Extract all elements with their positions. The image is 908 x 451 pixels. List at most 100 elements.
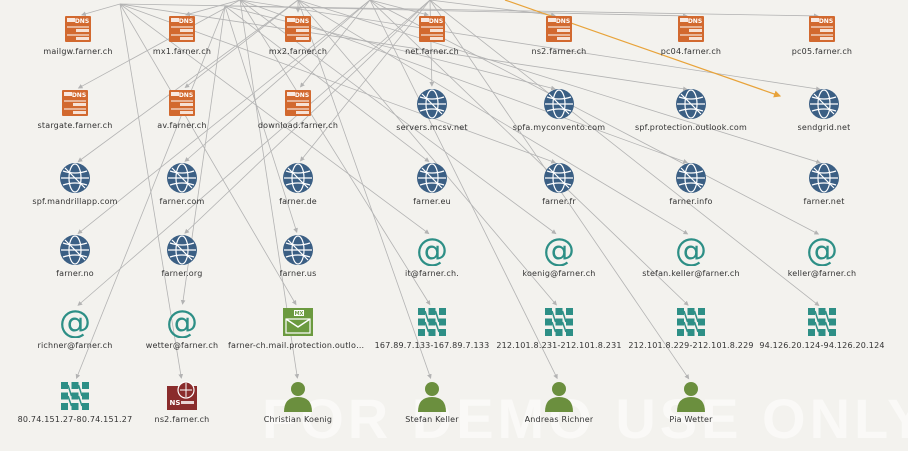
node-domain[interactable]: farner.org xyxy=(107,234,257,296)
node-label: stargate.farner.ch xyxy=(37,121,113,130)
dns-record-icon: DNS xyxy=(282,14,314,44)
dns-record-icon: DNS xyxy=(416,14,448,44)
node-netblock[interactable]: 212.101.8.231-212.101.8.231 xyxy=(484,306,634,368)
node-dns[interactable]: DNS mailgw.farner.ch xyxy=(3,14,153,76)
svg-text:DNS: DNS xyxy=(429,18,443,25)
node-label: mailgw.farner.ch xyxy=(43,47,113,56)
node-domain[interactable]: servers.mcsv.net xyxy=(357,88,507,150)
node-label: Pia Wetter xyxy=(669,415,713,424)
edge-n6 xyxy=(224,5,688,19)
globe-icon xyxy=(166,234,198,266)
at-sign-icon: @ xyxy=(543,234,575,266)
node-domain[interactable]: spf.protection.outlook.com xyxy=(616,88,766,150)
node-label: it@farner.ch. xyxy=(405,269,459,278)
node-label: sendgrid.net xyxy=(797,123,851,132)
name-server-icon: NS xyxy=(166,380,198,412)
node-email[interactable]: @koenig@farner.ch xyxy=(484,234,634,296)
node-dns[interactable]: DNS av.farner.ch xyxy=(107,88,257,150)
node-email[interactable]: @richner@farner.ch xyxy=(0,306,150,368)
globe-icon xyxy=(416,162,448,194)
person-icon xyxy=(416,380,448,412)
edge-n11 xyxy=(429,0,435,87)
node-person[interactable]: Christian Koenig xyxy=(223,380,373,442)
node-dns[interactable]: DNS mx2.farner.ch xyxy=(223,14,373,76)
dns-record-icon: DNS xyxy=(62,14,94,44)
person-icon xyxy=(675,380,707,412)
edge-n32 xyxy=(239,0,431,306)
svg-text:DNS: DNS xyxy=(295,92,309,99)
node-dns[interactable]: DNS net.farner.ch xyxy=(357,14,507,76)
node-dns[interactable]: DNS stargate.farner.ch xyxy=(0,88,150,150)
edge-n2 xyxy=(185,0,241,17)
at-sign-icon: @ xyxy=(806,234,838,266)
edge-n14 xyxy=(239,0,821,92)
at-sign-icon: @ xyxy=(416,234,448,266)
node-mx[interactable]: MX farner-ch.mail.protection.outloo... xyxy=(223,306,373,368)
node-domain[interactable]: farner.info xyxy=(616,162,766,224)
node-label: spfa.myconvento.com xyxy=(512,123,606,132)
node-label: spf.mandrillapp.com xyxy=(32,197,118,206)
edge-n27 xyxy=(297,0,689,235)
node-dns[interactable]: DNS pc05.farner.ch xyxy=(747,14,897,76)
svg-text:@: @ xyxy=(543,234,575,266)
node-dns[interactable]: DNS mx1.farner.ch xyxy=(107,14,257,76)
node-label: farner-ch.mail.protection.outloo... xyxy=(228,341,368,350)
node-email[interactable]: @ it@farner.ch. xyxy=(357,234,507,296)
node-email[interactable]: @stefan.keller@farner.ch xyxy=(616,234,766,296)
node-label: farner.no xyxy=(56,269,94,278)
node-domain[interactable]: farner.no xyxy=(0,234,150,296)
node-label: wetter@farner.ch xyxy=(145,341,219,350)
node-domain[interactable]: sendgrid.net xyxy=(749,88,899,150)
node-domain[interactable]: spf.mandrillapp.com xyxy=(0,162,150,224)
node-domain[interactable]: farner.fr xyxy=(484,162,634,224)
node-label: 94.126.20.124-94.126.20.124 xyxy=(759,341,885,350)
svg-text:DNS: DNS xyxy=(179,18,193,25)
node-dns[interactable]: DNS pc04.farner.ch xyxy=(616,14,766,76)
netblock-icon xyxy=(675,306,707,338)
node-netblock[interactable]: 212.101.8.229-212.101.8.229 xyxy=(616,306,766,368)
globe-icon xyxy=(59,162,91,194)
edge-n29 xyxy=(77,0,431,306)
netblock-icon xyxy=(543,306,575,338)
at-sign-icon: @ xyxy=(59,306,91,338)
node-dns[interactable]: DNS ns2.farner.ch xyxy=(484,14,634,76)
node-label: ns2.farner.ch xyxy=(154,415,210,424)
node-domain[interactable]: farner.com xyxy=(107,162,257,224)
node-email[interactable]: @keller@farner.ch xyxy=(747,234,897,296)
globe-icon xyxy=(282,234,314,266)
node-label: farner.de xyxy=(279,197,317,206)
node-label: net.farner.ch xyxy=(405,47,459,56)
at-sign-icon: @ xyxy=(166,306,198,338)
node-domain[interactable]: farner.eu xyxy=(357,162,507,224)
svg-text:DNS: DNS xyxy=(295,18,309,25)
node-person[interactable]: Stefan Keller xyxy=(357,380,507,442)
node-netblock[interactable]: 94.126.20.124-94.126.20.124 xyxy=(747,306,897,368)
node-domain[interactable]: farner.net xyxy=(749,162,899,224)
node-label: av.farner.ch xyxy=(157,121,207,130)
dns-record-icon: DNS xyxy=(166,14,198,44)
globe-icon xyxy=(808,88,840,120)
demo-watermark: FOR DEMO USE ONLY xyxy=(262,387,908,450)
node-person[interactable]: Pia Wetter xyxy=(616,380,766,442)
node-netblock[interactable]: 80.74.151.27-80.74.151.27 xyxy=(0,380,150,442)
svg-text:@: @ xyxy=(166,306,198,338)
node-domain[interactable]: farner.us xyxy=(223,234,373,296)
node-dns[interactable]: DNS download.farner.ch xyxy=(223,88,373,150)
globe-icon xyxy=(59,234,91,266)
globe-icon xyxy=(166,162,198,194)
node-label: mx2.farner.ch xyxy=(268,47,328,56)
node-label: 212.101.8.231-212.101.8.231 xyxy=(496,341,622,350)
dns-record-icon: DNS xyxy=(166,88,198,118)
node-label: Stefan Keller xyxy=(405,415,459,424)
node-label: farner.us xyxy=(279,269,317,278)
node-ns[interactable]: NS ns2.farner.ch xyxy=(107,380,257,442)
node-label: Andreas Richner xyxy=(524,415,594,424)
node-label: farner.fr xyxy=(542,197,576,206)
node-domain[interactable]: spfa.myconvento.com xyxy=(484,88,634,150)
node-person[interactable]: Andreas Richner xyxy=(484,380,634,442)
globe-icon xyxy=(675,162,707,194)
node-netblock[interactable]: 167.89.7.133-167.89.7.133 xyxy=(357,306,507,368)
edge-n4 xyxy=(369,0,429,17)
node-email[interactable]: @ wetter@farner.ch xyxy=(107,306,257,368)
node-domain[interactable]: farner.de xyxy=(223,162,373,224)
